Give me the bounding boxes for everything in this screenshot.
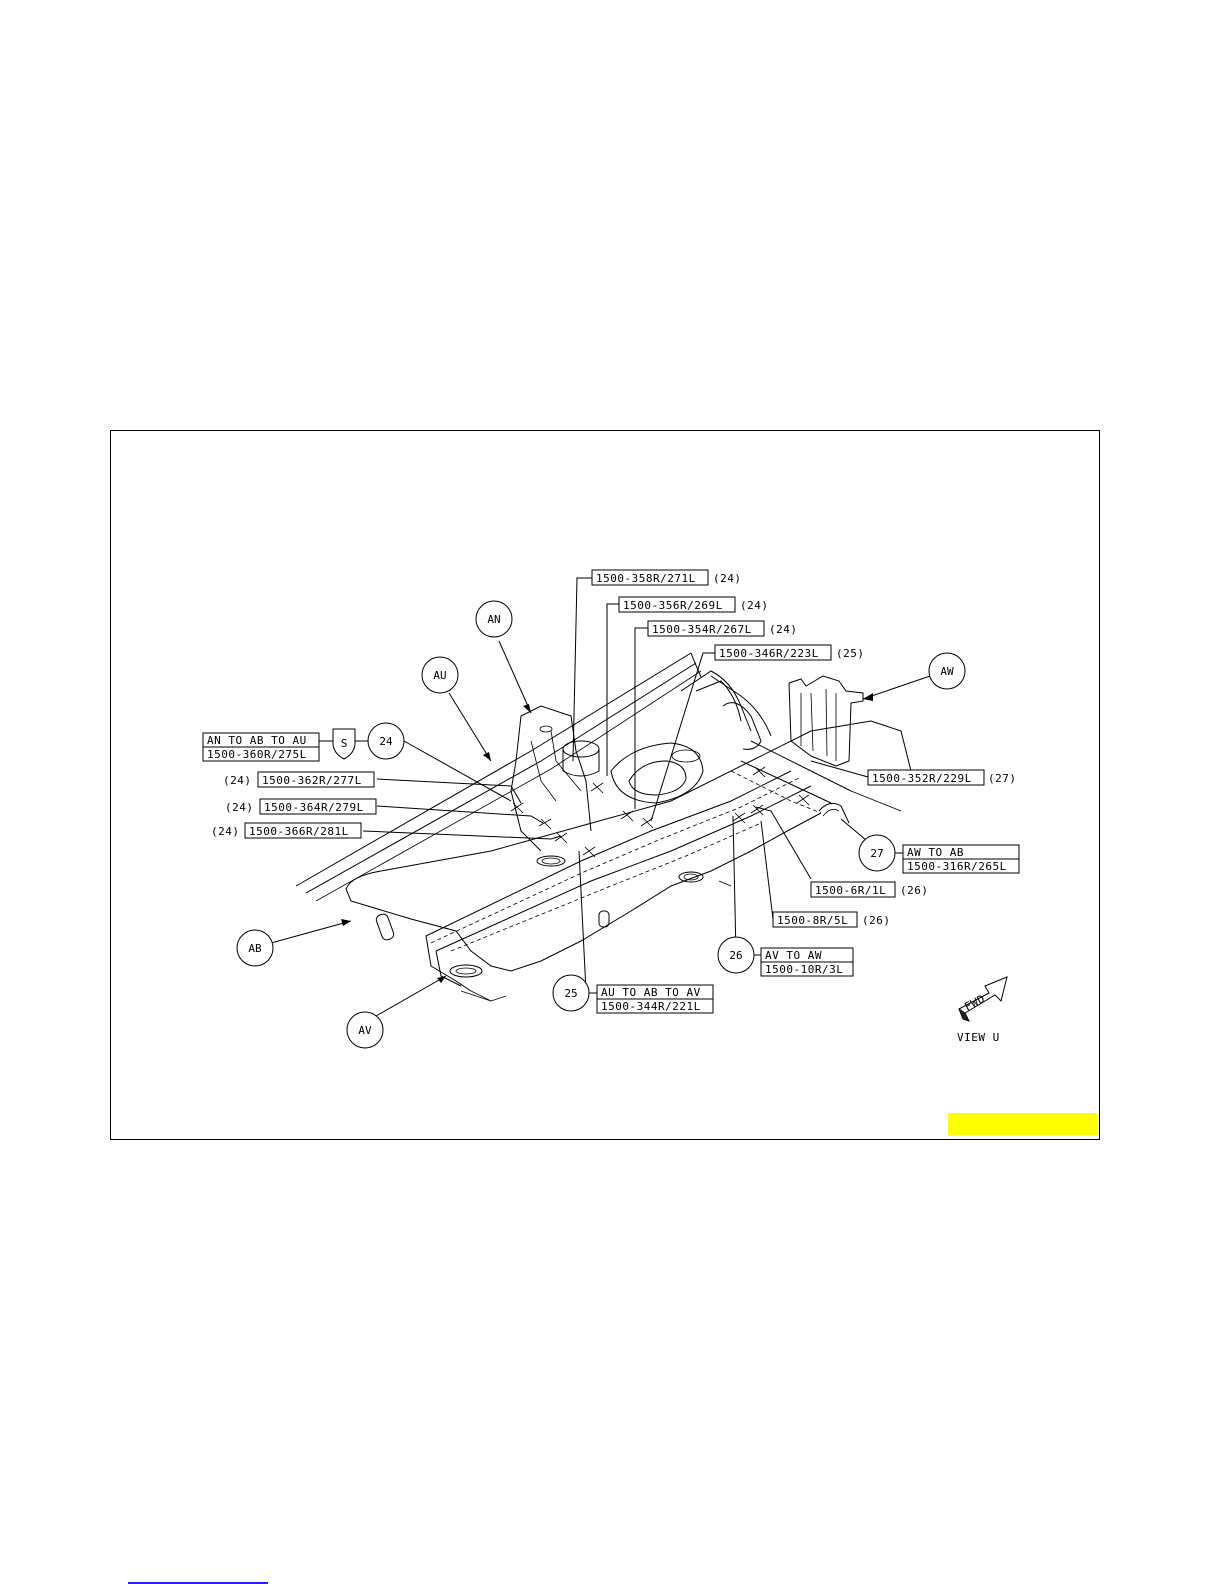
svg-text:25: 25 (564, 987, 577, 1000)
callout-354: 1500-354R/267L (24) (647, 620, 798, 637)
circle-an: AN (475, 600, 513, 638)
fwd-arrow-icon: FWD (958, 976, 1008, 1022)
svg-text:1500-356R/269L: 1500-356R/269L (623, 599, 723, 612)
circle-26: 26 (717, 936, 755, 974)
svg-text:(24): (24) (740, 599, 769, 612)
group-26: AV TO AW 1500-10R/3L (760, 947, 854, 977)
group-25: AU TO AB TO AV 1500-344R/221L (596, 984, 714, 1014)
svg-text:1500-358R/271L: 1500-358R/271L (596, 572, 696, 585)
callout-8: 1500-8R/5L (26) (772, 911, 891, 928)
svg-text:S: S (341, 737, 348, 750)
callout-352: 1500-352R/229L (27) (867, 769, 1017, 786)
svg-text:(27): (27) (988, 772, 1017, 785)
callout-362: (24) 1500-362R/277L (223, 771, 375, 788)
svg-text:1500-362R/277L: 1500-362R/277L (262, 774, 362, 787)
svg-text:1500-8R/5L: 1500-8R/5L (777, 914, 848, 927)
svg-text:(24): (24) (223, 774, 252, 787)
svg-text:AU TO AB TO AV: AU TO AB TO AV (601, 986, 701, 999)
leader-lines (270, 577, 934, 1017)
circle-27: 27 (858, 834, 896, 872)
circle-24: 24 (367, 722, 405, 760)
svg-text:AN: AN (487, 613, 500, 626)
footer-link-underline[interactable] (128, 1582, 268, 1584)
svg-text:(24): (24) (211, 825, 240, 838)
svg-text:(25): (25) (836, 647, 865, 660)
svg-text:1500-364R/279L: 1500-364R/279L (264, 801, 364, 814)
svg-text:1500-6R/1L: 1500-6R/1L (815, 884, 886, 897)
callout-358: 1500-358R/271L (24) (591, 569, 742, 586)
group-27: AW TO AB 1500-316R/265L (902, 844, 1020, 874)
yellow-highlight-block (948, 1113, 1097, 1135)
callout-364: (24) 1500-364R/279L (225, 798, 377, 815)
svg-text:AN TO AB TO AU: AN TO AB TO AU (207, 734, 307, 747)
svg-text:AU: AU (433, 669, 446, 682)
svg-text:1500-366R/281L: 1500-366R/281L (249, 825, 349, 838)
reference-circles: AN AU AW AB AV 24 27 26 (236, 600, 966, 1049)
svg-text:1500-352R/229L: 1500-352R/229L (872, 772, 972, 785)
group-24: AN TO AB TO AU 1500-360R/275L (202, 732, 320, 762)
callout-366: (24) 1500-366R/281L (211, 822, 362, 839)
svg-text:27: 27 (870, 847, 883, 860)
svg-text:24: 24 (379, 735, 393, 748)
callout-346: 1500-346R/223L (25) (714, 644, 865, 661)
svg-text:(24): (24) (713, 572, 742, 585)
circle-aw: AW (928, 652, 966, 690)
circle-av: AV (346, 1011, 384, 1049)
svg-text:AW TO AB: AW TO AB (907, 846, 964, 859)
svg-text:26: 26 (729, 949, 742, 962)
diagram-frame: AN AU AW AB AV 24 27 26 (110, 430, 1100, 1140)
floor-pan-diagram: AN AU AW AB AV 24 27 26 (202, 569, 1020, 1049)
svg-text:1500-10R/3L: 1500-10R/3L (765, 963, 843, 976)
floor-pan-drawing (295, 652, 912, 1002)
view-label: VIEW U (957, 1031, 1000, 1044)
svg-text:(24): (24) (769, 623, 798, 636)
svg-text:1500-360R/275L: 1500-360R/275L (207, 748, 307, 761)
svg-text:1500-344R/221L: 1500-344R/221L (601, 1000, 701, 1013)
svg-text:AB: AB (248, 942, 262, 955)
circle-ab: AB (236, 929, 274, 967)
svg-text:AV: AV (358, 1024, 372, 1037)
svg-text:AV TO AW: AV TO AW (765, 949, 822, 962)
svg-text:AW: AW (940, 665, 954, 678)
svg-text:(24): (24) (225, 801, 254, 814)
svg-text:(26): (26) (862, 914, 891, 927)
svg-text:1500-346R/223L: 1500-346R/223L (719, 647, 819, 660)
svg-text:(26): (26) (900, 884, 929, 897)
svg-text:1500-316R/265L: 1500-316R/265L (907, 860, 1007, 873)
circle-au: AU (421, 656, 459, 694)
shield-s-icon: S (332, 728, 356, 760)
svg-text:1500-354R/267L: 1500-354R/267L (652, 623, 752, 636)
callout-6: 1500-6R/1L (26) (810, 881, 929, 898)
callouts: 1500-358R/271L (24) 1500-356R/269L (24) … (202, 569, 1020, 1014)
circle-25: 25 (552, 974, 590, 1012)
callout-356: 1500-356R/269L (24) (618, 596, 769, 613)
